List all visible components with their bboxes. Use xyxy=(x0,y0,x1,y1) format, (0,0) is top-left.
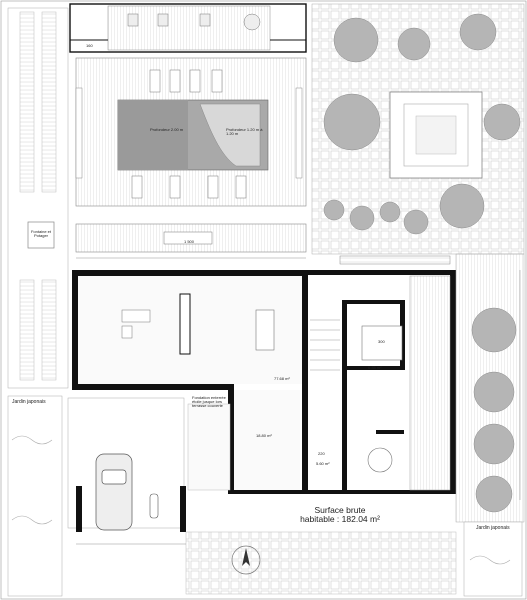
label-terrace-note: Fondation enterrée étoile jusque lors te… xyxy=(192,395,226,408)
dining-table xyxy=(163,231,213,245)
west-garden xyxy=(7,7,69,389)
label-jardin-west: Jardin japonais xyxy=(12,399,46,405)
north-arrow-icon xyxy=(231,545,261,575)
bed xyxy=(361,325,403,361)
label-jardin-east: Jardin japonais xyxy=(476,525,510,531)
entrance-paving xyxy=(185,531,457,595)
label-room-a: 18.80 m² xyxy=(256,433,272,438)
summary-line-1: Surface brute xyxy=(314,505,366,515)
label-dim-160: 160 xyxy=(86,43,93,48)
pool-beach xyxy=(199,103,261,167)
label-dim-300: 300 xyxy=(378,339,385,344)
fountain-box xyxy=(27,221,55,249)
dimension-lines xyxy=(76,257,521,545)
jardin-east xyxy=(463,521,523,597)
label-pool-right: Profondeur 1.20 m à 1.20 m xyxy=(226,127,263,136)
house-walls xyxy=(72,270,456,494)
jardin-west xyxy=(7,395,63,597)
surface-summary: Surface brute habitable : 182.04 m² xyxy=(294,506,386,523)
sofa xyxy=(121,309,151,323)
kitchen-island xyxy=(179,293,191,355)
stairs xyxy=(310,319,340,371)
tree-icon xyxy=(323,13,521,235)
sun-loungers xyxy=(131,69,247,199)
label-dim-220: 220 xyxy=(318,451,325,456)
label-room-b: 5.60 m² xyxy=(316,461,330,466)
garden-beds xyxy=(19,11,57,381)
summary-line-2: habitable : 182.04 m² xyxy=(300,513,380,524)
label-living-area: 77.68 m² xyxy=(274,376,290,381)
label-pool-left: Profondeur 2.00 m xyxy=(150,127,184,132)
car-icon xyxy=(95,453,133,531)
label-fontaine: Fontaine et Potager xyxy=(30,229,51,238)
label-room-c: 6.35 m² xyxy=(368,365,382,370)
label-dim-1500: 1 500 xyxy=(184,239,195,244)
table xyxy=(255,309,275,351)
